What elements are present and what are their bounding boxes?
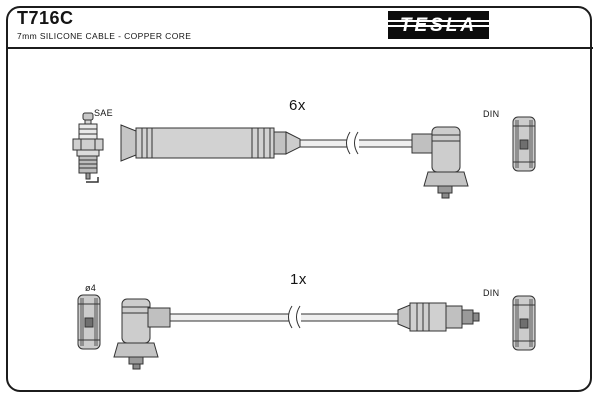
product-subtitle: 7mm SILICONE CABLE - COPPER CORE bbox=[17, 31, 192, 41]
top-cable-assembly-drawing bbox=[120, 124, 469, 199]
din-terminal-drawing-top bbox=[512, 116, 536, 172]
diameter-label: ø4 bbox=[85, 283, 97, 293]
bottom-cable-assembly-drawing bbox=[113, 298, 480, 370]
spark-plug-drawing bbox=[72, 112, 104, 183]
din-terminal-label-bottom: DIN bbox=[483, 288, 500, 298]
sae-terminal-label: SAE bbox=[94, 108, 113, 118]
top-quantity-label: 6x bbox=[289, 97, 306, 114]
header-divider bbox=[7, 47, 593, 49]
logo-stripe bbox=[388, 20, 489, 22]
bottom-quantity-label: 1x bbox=[290, 271, 307, 288]
logo-stripe bbox=[388, 25, 489, 27]
tesla-logo: TESLA bbox=[388, 11, 489, 39]
page-border bbox=[6, 6, 592, 392]
din-terminal-label-top: DIN bbox=[483, 109, 500, 119]
din-terminal-drawing-bottom bbox=[512, 295, 536, 351]
terminal-drawing-bottom-left bbox=[77, 294, 101, 350]
part-number: T716C bbox=[17, 8, 74, 28]
